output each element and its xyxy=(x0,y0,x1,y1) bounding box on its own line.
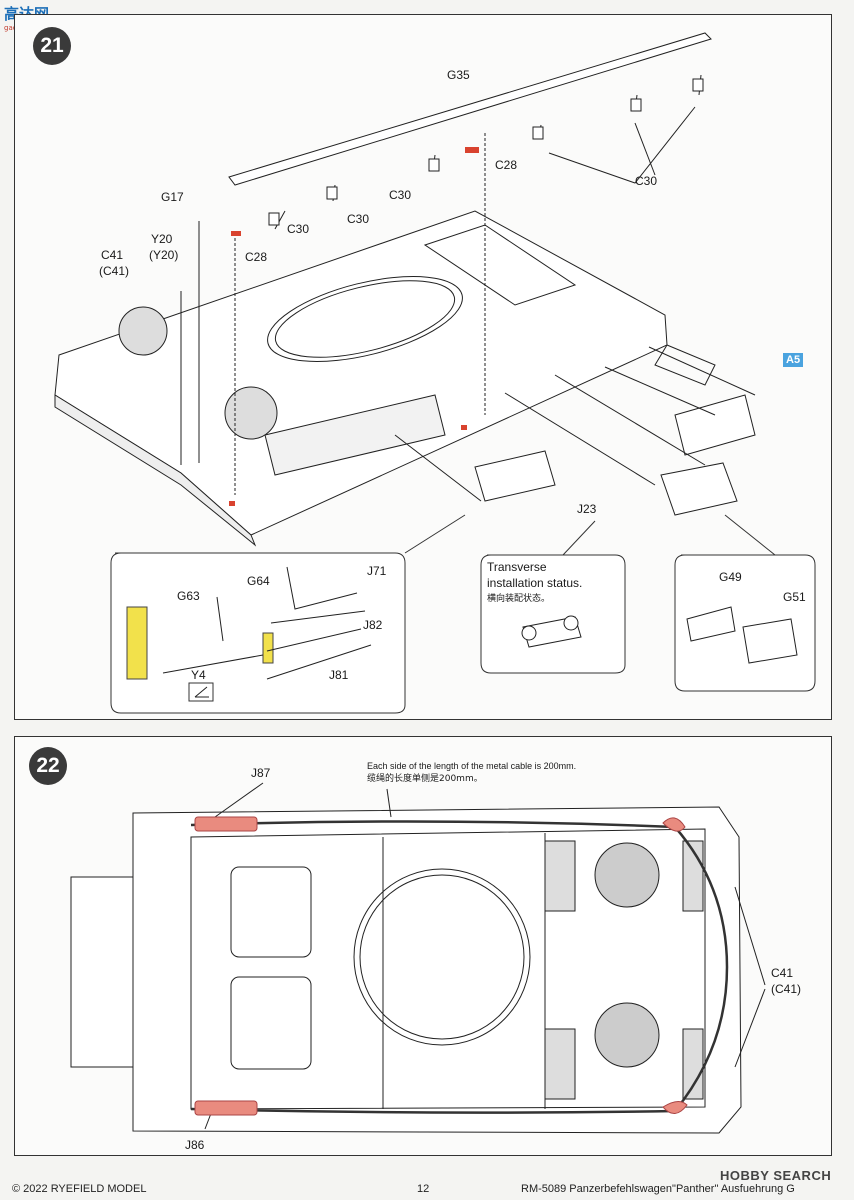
label-c28-top: C28 xyxy=(495,158,517,172)
red-part-c28b xyxy=(465,147,479,153)
footer-copyright: © 2022 RYEFIELD MODEL xyxy=(12,1183,147,1195)
bracket-c30-1 xyxy=(268,212,280,226)
cable-end-j86 xyxy=(194,1100,258,1116)
part-g51 xyxy=(742,618,798,664)
glue-icon xyxy=(188,682,214,702)
bracket-c30-2 xyxy=(326,186,338,200)
label-g63: G63 xyxy=(177,589,200,603)
hobby-search-watermark: HOBBY SEARCH xyxy=(720,1168,832,1183)
label-c30-2: C30 xyxy=(347,212,369,226)
bracket-assembly xyxy=(474,450,556,502)
label-y20: Y20 xyxy=(151,232,173,246)
hull-side xyxy=(54,394,257,547)
label-c30-1: C30 xyxy=(287,222,309,236)
part-y4-highlight xyxy=(126,606,148,680)
tow-cable xyxy=(190,820,729,1114)
label-c28-left: C28 xyxy=(245,250,267,264)
bracket-c30-3 xyxy=(428,158,440,172)
label-j23: J23 xyxy=(577,502,597,516)
step-number: 22 xyxy=(29,747,67,785)
label-g51: G51 xyxy=(783,590,806,604)
footer-product: RM-5089 Panzerbefehlswagen"Panther" Ausf… xyxy=(521,1183,795,1195)
bracket-c30-6 xyxy=(692,78,704,92)
turret-ring xyxy=(267,276,463,362)
step-21-diagram: G35 C28 C28 C30 C30 C30 C30 G17 Y20 (Y20… xyxy=(54,32,816,714)
engine-fan-2 xyxy=(594,1002,660,1068)
turret-ring xyxy=(353,868,531,1046)
step-22-diagram: Each side of the length of the metal cab… xyxy=(70,761,801,1152)
label-c30-4: C30 xyxy=(635,174,657,188)
hull-plate xyxy=(54,210,668,536)
red-part-c28 xyxy=(231,231,241,236)
label-y20-paren: (Y20) xyxy=(149,248,178,262)
cable-eye-top xyxy=(662,817,686,832)
label-g64: G64 xyxy=(247,574,270,588)
label-j82: J82 xyxy=(363,618,383,632)
cable-note-cn: 缆绳的长度单侧是200mm。 xyxy=(367,772,483,784)
label-c41: C41 xyxy=(101,248,123,262)
detail-box-middle xyxy=(480,554,626,674)
footer-page-number: 12 xyxy=(417,1183,430,1195)
tool-rack xyxy=(264,394,446,476)
hull-top-view xyxy=(132,806,742,1134)
hatch-driver xyxy=(230,866,312,958)
label-c41: C41 xyxy=(771,966,793,980)
cable-eye-bottom xyxy=(662,1101,688,1114)
label-j86: J86 xyxy=(185,1138,205,1152)
note-transverse-2: installation status. xyxy=(487,576,582,590)
step-number: 21 xyxy=(33,27,71,65)
cable-note-en: Each side of the length of the metal cab… xyxy=(367,761,576,771)
label-g49: G49 xyxy=(719,570,742,584)
fan-grille-2 xyxy=(224,386,278,440)
bracket-c30-4 xyxy=(532,126,544,140)
label-c41-paren: (C41) xyxy=(99,264,129,278)
label-g17: G17 xyxy=(161,190,184,204)
note-transverse-1: Transverse xyxy=(487,560,547,574)
front-plate xyxy=(70,876,134,1068)
step-22-panel: 22 Each side of the length of the metal … xyxy=(14,736,832,1156)
label-c30-3: C30 xyxy=(389,188,411,202)
label-y4: Y4 xyxy=(191,668,206,682)
label-c41-paren: (C41) xyxy=(771,982,801,996)
label-j71: J71 xyxy=(367,564,387,578)
label-j81: J81 xyxy=(329,668,349,682)
cable-end-j87 xyxy=(194,816,258,832)
rail-g35 xyxy=(228,32,712,186)
hatch-radio xyxy=(230,976,312,1070)
fan-grille-1 xyxy=(118,306,168,356)
step-21-panel: 21 A5 xyxy=(14,14,832,720)
engine-fan-1 xyxy=(594,842,660,908)
part-a5-assembly xyxy=(674,394,756,456)
part-tag-a5: A5 xyxy=(783,353,804,367)
label-j87: J87 xyxy=(251,766,271,780)
bracket-c30-5 xyxy=(630,98,642,112)
detail-box-left xyxy=(110,552,406,714)
part-j23-box xyxy=(660,462,738,516)
label-g35: G35 xyxy=(447,68,470,82)
note-transverse-cn: 横向装配状态。 xyxy=(487,592,550,604)
